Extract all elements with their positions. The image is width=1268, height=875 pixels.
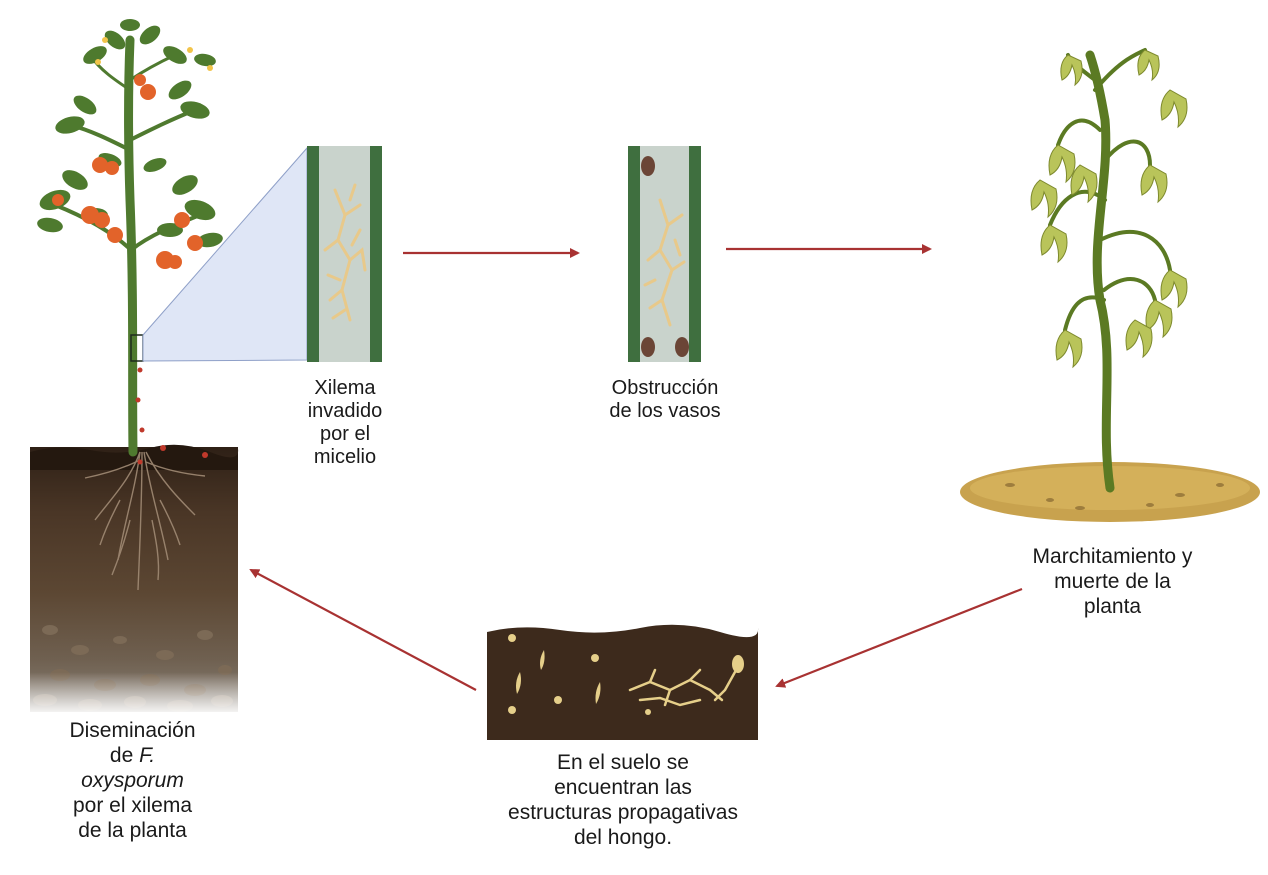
soil-profile xyxy=(30,444,239,712)
label-vessel-obstruction: Obstrucción de los vasos xyxy=(609,377,721,422)
wilted-plant xyxy=(960,48,1260,522)
label-dissemination: Diseminación de F. oxysporum por el xile… xyxy=(40,718,225,843)
cycle-arrows xyxy=(249,244,1023,691)
vessel-obstruction-panel xyxy=(628,146,701,362)
xylem-invaded-panel xyxy=(307,146,382,362)
label-xylem-invaded: Xilema invadido por el micelio xyxy=(307,377,383,468)
arrow-wilting-to-soil xyxy=(775,587,1023,688)
soil-structures-panel xyxy=(487,624,759,740)
tomato-plant xyxy=(37,19,223,465)
arrow-soil-to-plant xyxy=(249,569,477,691)
plant-roots xyxy=(84,451,206,591)
label-wilting-death: Marchitamiento y muerte de la planta xyxy=(1032,545,1193,618)
label-soil-structures: En el suelo se encuentran las estructura… xyxy=(508,751,738,849)
label-dissemination-line2: de F. xyxy=(109,744,156,767)
